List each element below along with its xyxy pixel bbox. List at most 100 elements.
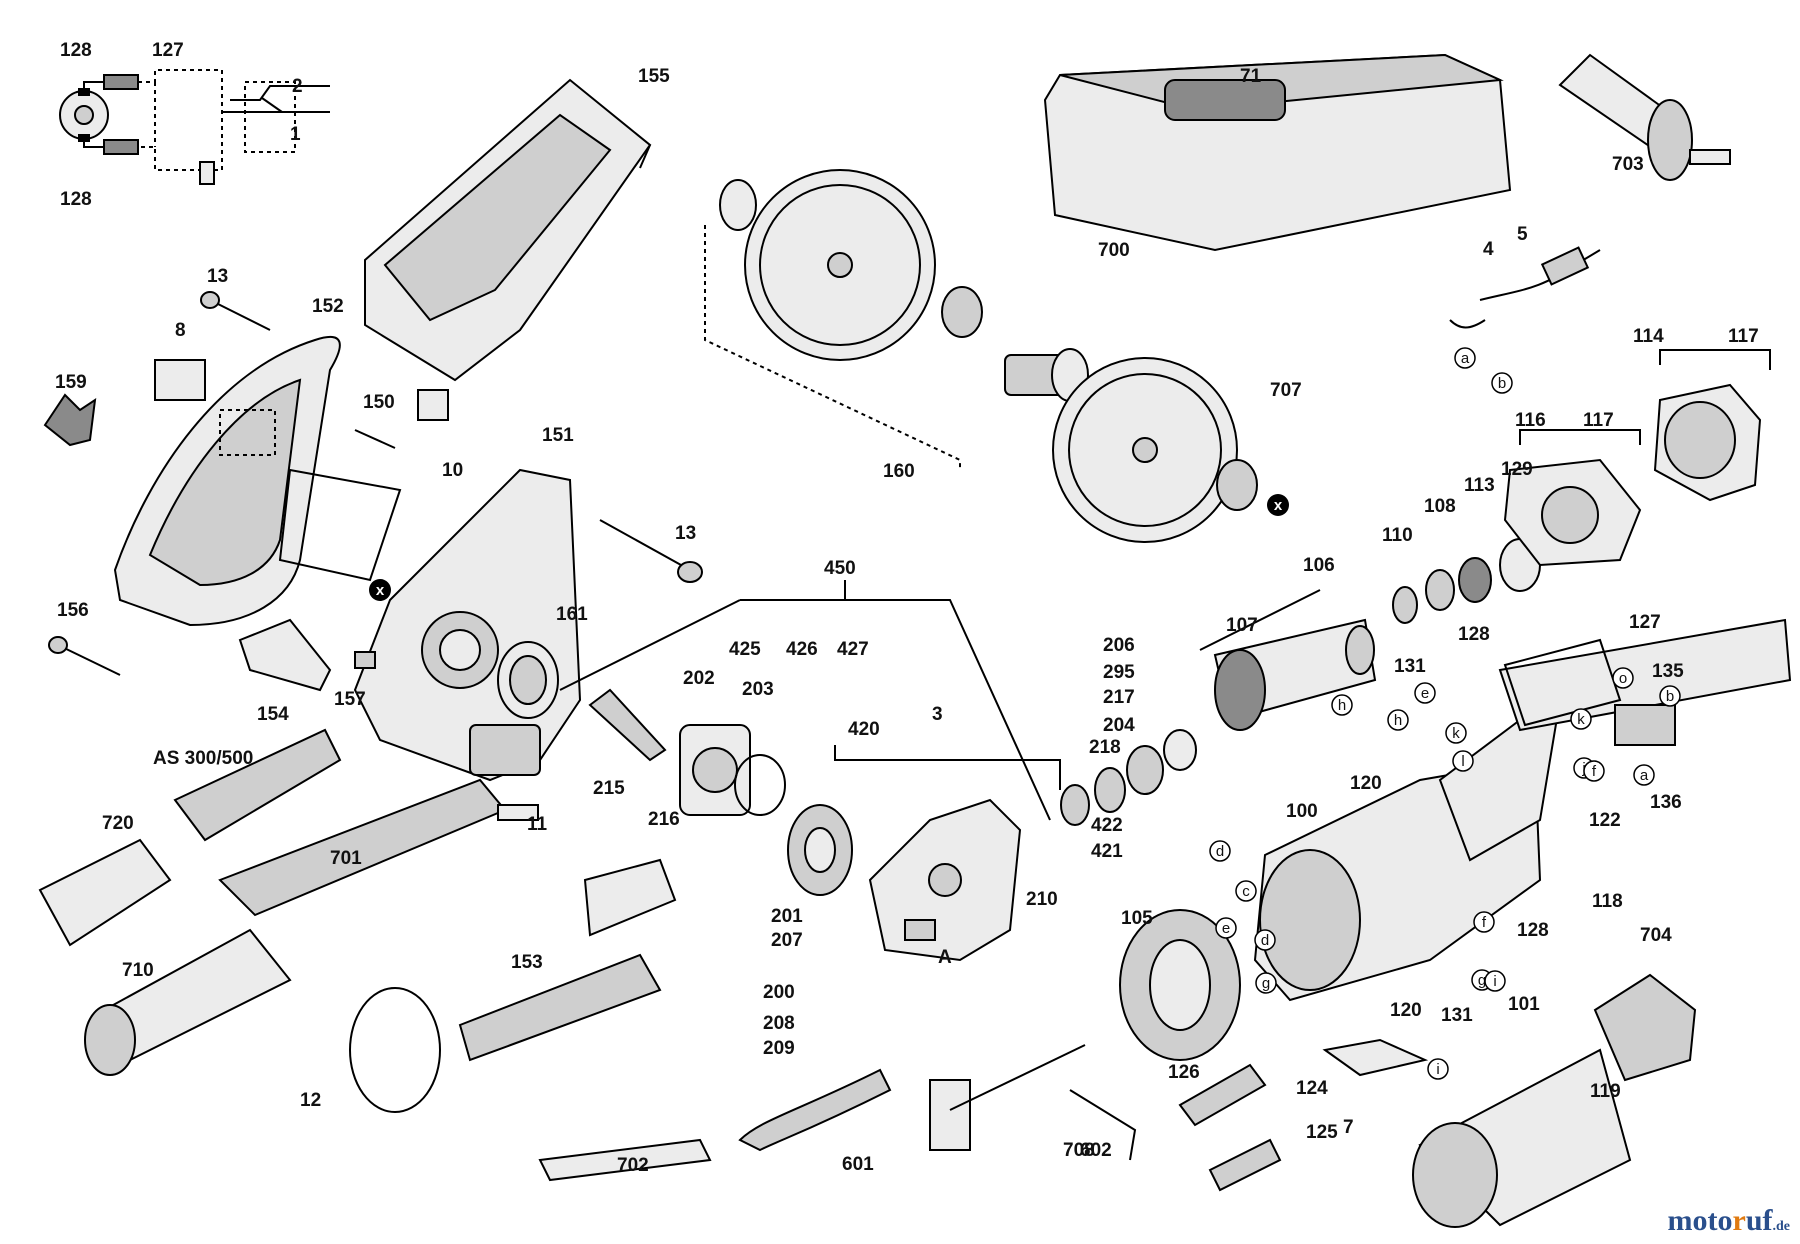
callout-450: 450	[824, 558, 856, 579]
callout-150: 150	[363, 392, 395, 413]
letter-h: h	[1394, 712, 1402, 729]
letter-circle-d	[1209, 840, 1231, 862]
letter-circle-e	[1215, 917, 1237, 939]
callout-152: 152	[312, 296, 344, 317]
callout-117: 117	[1583, 410, 1614, 431]
tool-set	[538, 1044, 1282, 1192]
x-mark-circle	[1267, 494, 1289, 516]
motor-cover	[1412, 1048, 1632, 1228]
callout-12: 12	[300, 1090, 321, 1111]
callout-200: 200	[763, 982, 795, 1003]
callout-703: 703	[1612, 154, 1644, 175]
callout-208: 208	[763, 1013, 795, 1034]
callout-128: 128	[1458, 624, 1490, 645]
spindle	[588, 688, 667, 762]
baseplate	[238, 468, 402, 692]
guide-handle	[458, 858, 677, 1062]
callout-131: 131	[1394, 656, 1426, 677]
callout-119: 119	[1590, 1081, 1621, 1102]
callout-707: 707	[1270, 380, 1302, 401]
callout-114: 114	[1633, 326, 1664, 347]
callout-710: 710	[122, 960, 154, 981]
callout-106: 106	[1303, 555, 1335, 576]
callout-13: 13	[675, 523, 696, 544]
letter-circle-c	[1235, 880, 1257, 902]
letter-j: j	[1581, 760, 1585, 777]
letter-f: f	[1482, 914, 1487, 931]
letter-e: e	[1421, 685, 1429, 702]
callout-127: 127	[1629, 612, 1661, 633]
letter-circle-a	[1454, 347, 1476, 369]
callout-206: 206	[1103, 635, 1135, 656]
callout-601: 601	[842, 1154, 874, 1175]
callout-128: 128	[1517, 920, 1549, 941]
letter-circle-h	[1331, 694, 1353, 716]
letter-circle-a	[1633, 764, 1655, 786]
callout-156: 156	[57, 600, 89, 621]
callout-8: 8	[175, 320, 186, 341]
callout-136: 136	[1650, 792, 1682, 813]
component-letter-label: A	[938, 947, 952, 968]
callout-5: 5	[1517, 224, 1528, 245]
callout-202: 202	[683, 668, 715, 689]
saw-housing	[353, 468, 582, 782]
guard-hood	[364, 78, 652, 382]
carrying-case	[1043, 53, 1512, 252]
callout-110: 110	[1382, 525, 1413, 546]
hose-clamp	[349, 987, 441, 1113]
callout-116: 116	[1515, 410, 1546, 431]
x-mark: x	[376, 582, 385, 599]
callout-107: 107	[1226, 615, 1258, 636]
gear-head	[868, 798, 1022, 962]
callout-2: 2	[292, 76, 303, 97]
letter-i: i	[1436, 1061, 1439, 1078]
end-flanges	[1503, 383, 1762, 567]
callout-135: 135	[1652, 661, 1684, 682]
adapter-ring	[497, 641, 559, 719]
letter-circle-g	[1255, 972, 1277, 994]
letter-h: h	[1338, 697, 1346, 714]
callout-128: 128	[60, 189, 92, 210]
leader-lines	[559, 349, 1771, 821]
x-mark-circle	[369, 579, 391, 601]
callout-422: 422	[1091, 815, 1123, 836]
callout-207: 207	[771, 930, 803, 951]
callout-204: 204	[1103, 715, 1135, 736]
suction-hose-set	[38, 728, 507, 1076]
letter-a: a	[1461, 350, 1470, 367]
label-plate-7	[1322, 1038, 1429, 1077]
letter-g: g	[1262, 975, 1270, 992]
screw-set	[48, 291, 703, 676]
letter-circle-e	[1414, 682, 1436, 704]
callout-124: 124	[1296, 1078, 1328, 1099]
letter-circle-i	[1427, 1058, 1449, 1080]
callout-216: 216	[648, 809, 680, 830]
letter-circle-f	[1583, 760, 1605, 782]
letter-i: i	[1493, 973, 1496, 990]
callout-160: 160	[883, 461, 915, 482]
callout-13: 13	[207, 266, 228, 287]
watermark-logo: motoruf.de	[1667, 1204, 1791, 1237]
bearing-flange	[679, 724, 751, 816]
callout-295: 295	[1103, 662, 1135, 683]
letter-d: d	[1261, 932, 1269, 949]
callout-203: 203	[742, 679, 774, 700]
switch	[1614, 704, 1676, 746]
power-cable	[1449, 246, 1601, 329]
callout-11: 11	[527, 814, 548, 835]
callout-113: 113	[1464, 475, 1495, 496]
callout-1: 1	[290, 124, 301, 145]
callout-125: 125	[1306, 1122, 1338, 1143]
circle-letter-labels: abhekhobkjafldcedfggii	[1209, 347, 1681, 1080]
callout-153: 153	[511, 952, 543, 973]
callout-7: 7	[1343, 1117, 1354, 1138]
letter-c: c	[1242, 883, 1250, 900]
armature	[1213, 618, 1377, 731]
callout-426: 426	[786, 639, 818, 660]
callout-105: 105	[1121, 908, 1153, 929]
stator	[1119, 909, 1241, 1061]
letter-circle-b	[1491, 372, 1513, 394]
callout-215: 215	[593, 778, 625, 799]
callout-427: 427	[837, 639, 869, 660]
callout-602: 602	[1080, 1140, 1112, 1161]
